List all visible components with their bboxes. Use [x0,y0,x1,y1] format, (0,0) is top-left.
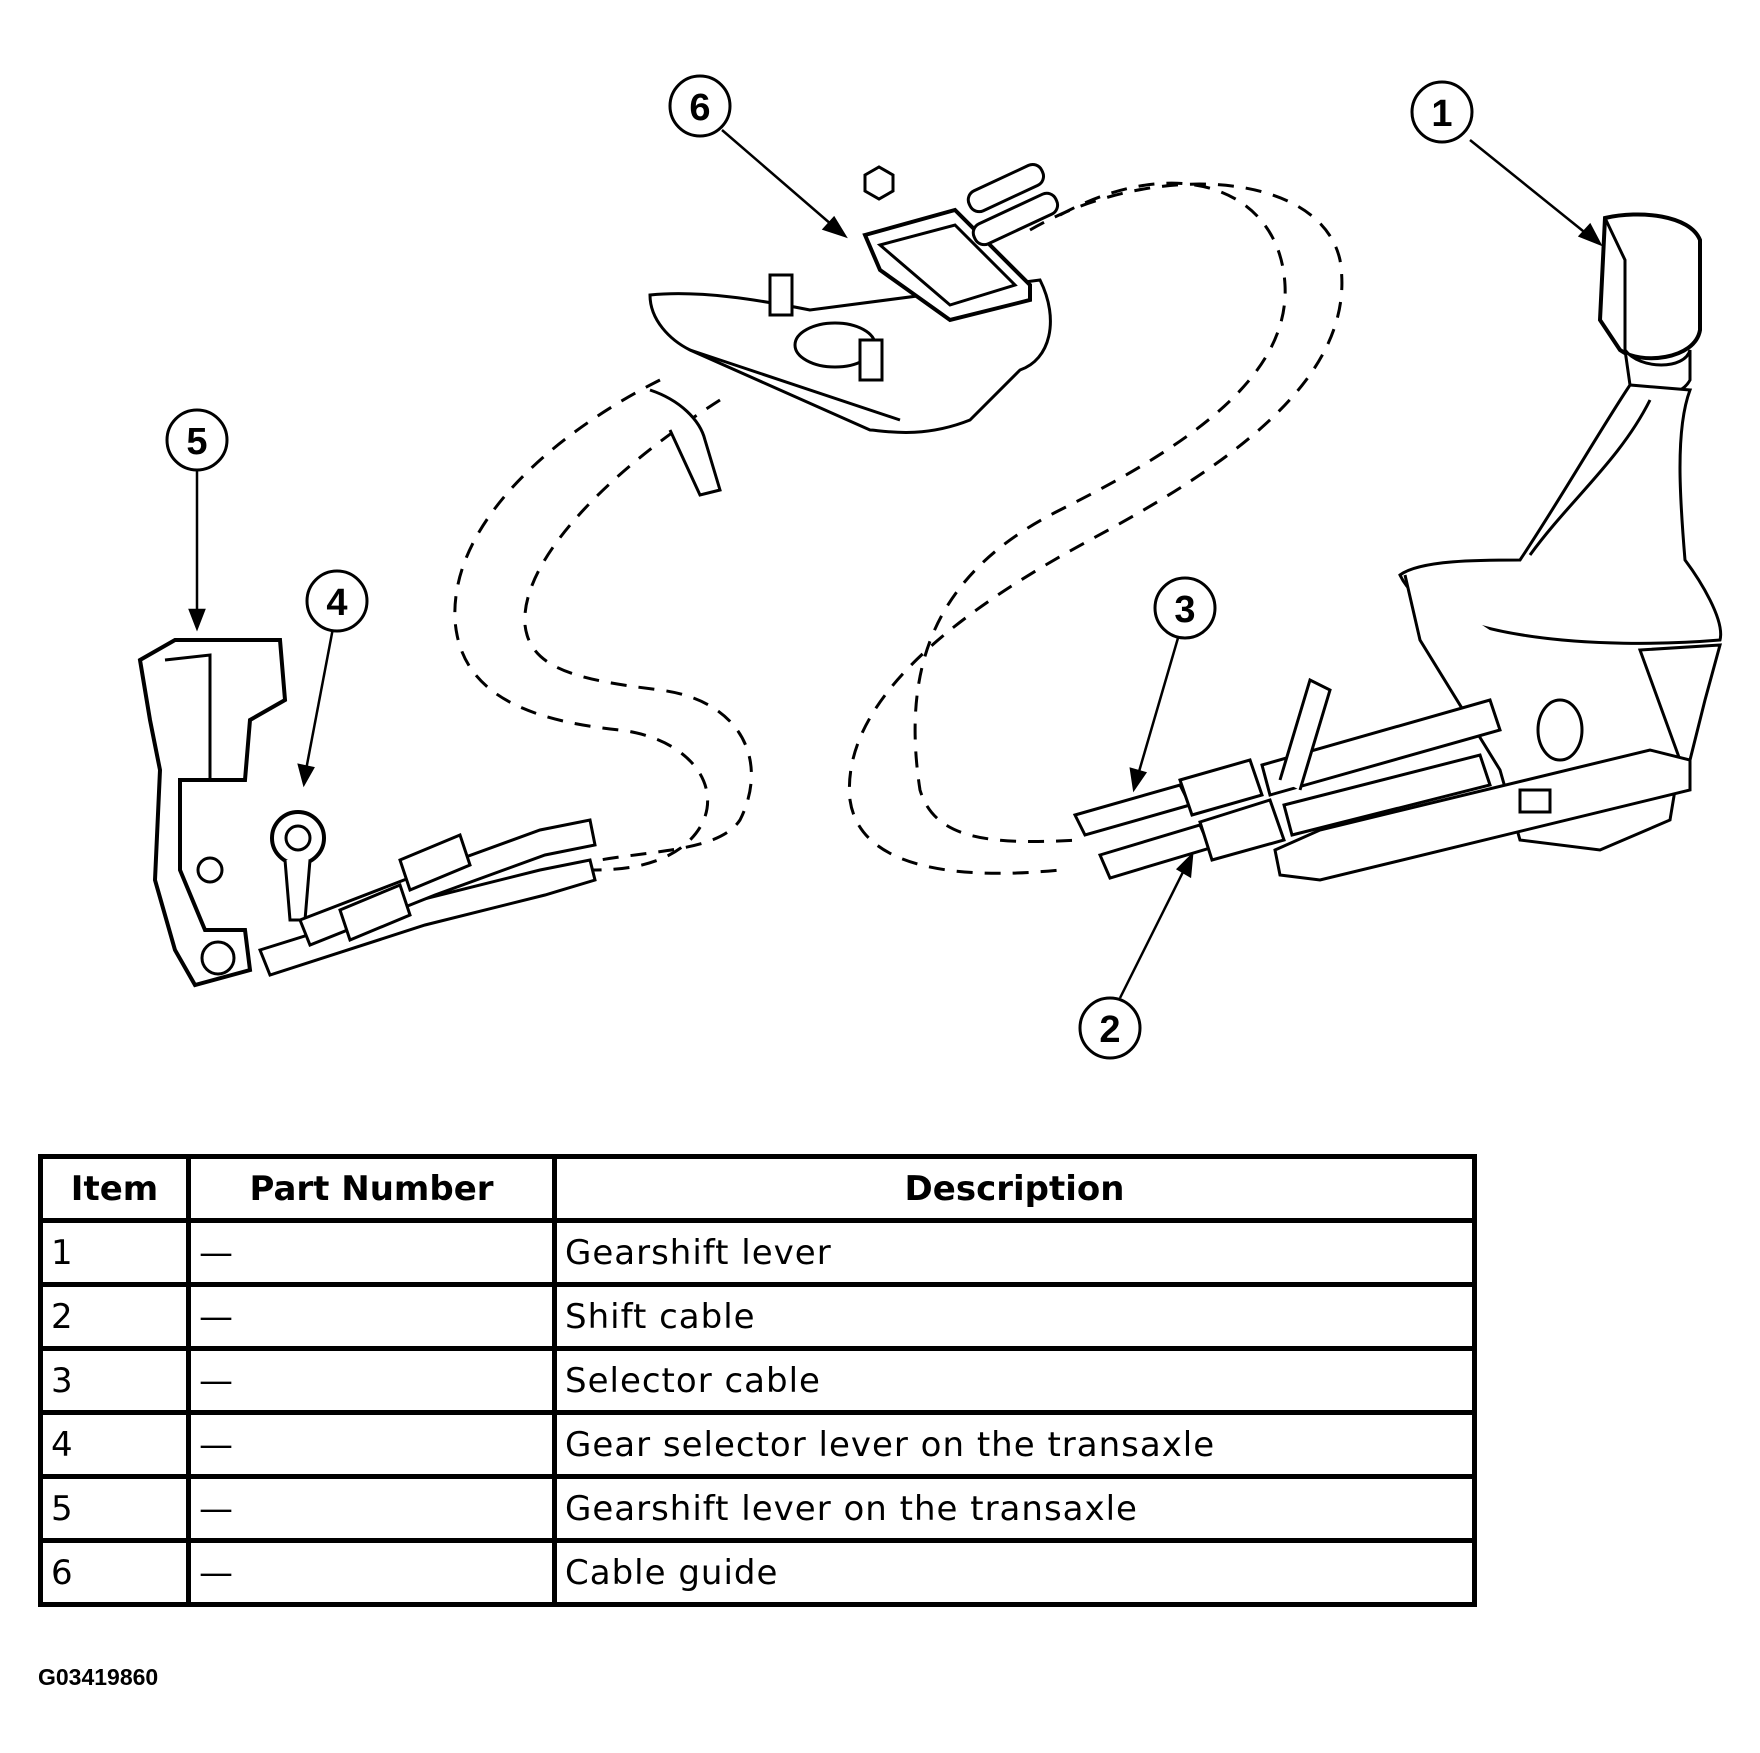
leader-6 [721,129,833,226]
cell-part-number: — [186,1218,557,1287]
cell-description: Gearshift lever on the transaxle [552,1474,1477,1543]
transaxle-shift-cable [258,858,597,977]
leader-4 [304,627,335,771]
knob-facet [1603,217,1627,350]
callout-4: 4 [305,569,369,633]
cable-guide-inner [876,223,1018,307]
transaxle-levers [137,638,597,988]
lever-face [164,653,212,780]
selector-cable-route [847,182,1344,875]
gear-selector-arm [283,859,312,922]
lower-bracket [649,388,722,497]
cell-description: Selector cable [552,1346,1477,1415]
svg-text:5: 5 [186,421,207,463]
shift-cable-route-inner [523,398,753,862]
lever-pivot [200,940,236,976]
callout-6: 6 [668,74,732,138]
gearshift-lever-transaxle [137,638,288,988]
cell-part-number: — [186,1346,557,1415]
cell-description: Gearshift lever [552,1218,1477,1287]
table-row: 3 — Selector cable [38,1346,1477,1415]
cell-part-number: — [186,1282,557,1351]
shift-cable-body [1282,753,1492,837]
svg-text:2: 2 [1099,1009,1120,1051]
parts-table: Item Part Number Description 1 — Gearshi… [38,1154,1477,1607]
cable-guide-assembly [648,162,1060,497]
boot-fold [1528,399,1652,556]
selector-cable-sleeve [1178,758,1264,817]
cell-item: 2 [38,1282,191,1351]
cell-description: Cable guide [552,1538,1477,1607]
cell-part-number: — [186,1410,557,1479]
cell-item: 5 [38,1474,191,1543]
table-header-row: Item Part Number Description [38,1154,1477,1223]
guide-tube-lower [971,191,1060,247]
leader-1 [1469,139,1589,236]
table-row: 4 — Gear selector lever on the transaxle [38,1410,1477,1479]
guide-nut [863,165,895,201]
base-mount-tab [1518,788,1552,814]
leader-3 [1136,637,1180,776]
shift-cable-diagram: 1 2 3 4 5 6 [137,74,1723,1060]
guide-stud-right [858,338,884,382]
figure-id: G03419860 [38,1664,159,1690]
callout-3: 3 [1153,576,1217,640]
cell-item: 3 [38,1346,191,1415]
guide-stud-left [768,273,794,317]
cable-boot-lower [338,882,412,943]
housing-base [1273,748,1692,882]
gear-selector-eye-inner [284,824,312,852]
callouts: 1 2 3 4 5 6 [165,74,1474,1060]
selector-cable-route-inner [913,181,1287,844]
shift-cable-route [453,378,709,872]
cell-description: Gear selector lever on the transaxle [552,1410,1477,1479]
cell-description: Shift cable [552,1282,1477,1351]
lever-bolt [196,856,224,884]
selector-cable-body [1260,698,1502,797]
header-item: Item [38,1154,191,1223]
table-row: 2 — Shift cable [38,1282,1477,1351]
header-part-number: Part Number [186,1154,557,1223]
shift-cable-sleeve [1198,798,1286,862]
gearshift-lever-assembly [1273,212,1723,882]
guide-tube-upper [966,162,1046,214]
selector-cable-end [1072,783,1193,837]
cell-item: 1 [38,1218,191,1287]
table-row: 6 — Cable guide [38,1538,1477,1607]
cell-part-number: — [186,1538,557,1607]
shift-cable-end [1097,823,1213,880]
leader-2 [1118,867,1187,999]
leader-lines [188,129,1603,999]
housing-port [1536,698,1584,762]
svg-text:3: 3 [1174,589,1195,631]
table-row: 5 — Gearshift lever on the transaxle [38,1474,1477,1543]
callout-5: 5 [165,408,229,472]
shift-boot [1398,383,1723,645]
cable-routes [453,181,1344,875]
cell-item: 6 [38,1538,191,1607]
svg-text:6: 6 [689,87,710,129]
svg-text:1: 1 [1431,93,1452,135]
table-row: 1 — Gearshift lever [38,1218,1477,1287]
shifter-cable-ends [1072,677,1502,880]
callout-2: 2 [1078,996,1142,1060]
cable-boot-upper [398,832,472,893]
cell-part-number: — [186,1474,557,1543]
mounting-plate-edge [689,348,901,422]
header-description: Description [552,1154,1477,1223]
svg-text:4: 4 [326,582,347,624]
callout-1: 1 [1410,80,1474,144]
cell-item: 4 [38,1410,191,1479]
cable-bracket [1278,677,1332,791]
